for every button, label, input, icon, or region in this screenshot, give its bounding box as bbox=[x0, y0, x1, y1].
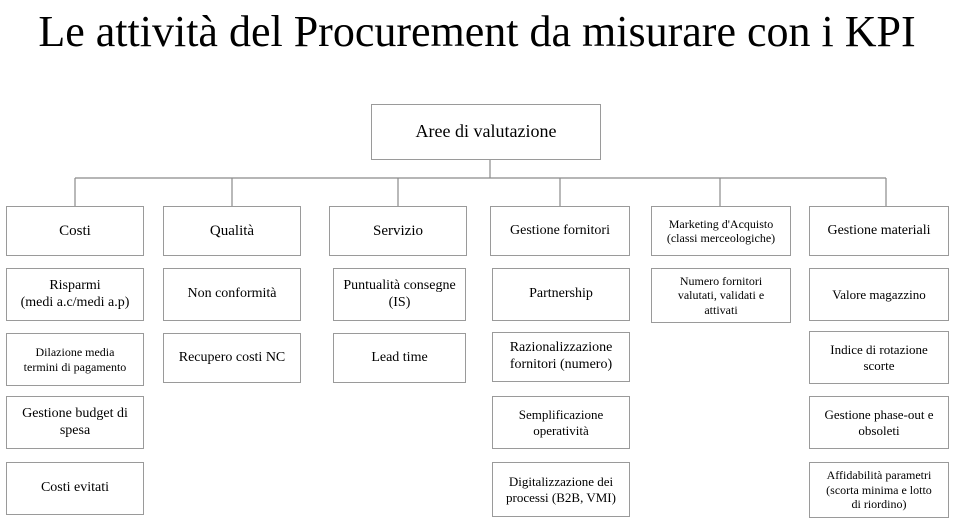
kpi-box: Risparmi (medi a.c/medi a.p) bbox=[6, 268, 144, 321]
kpi-box: Gestione phase-out e obsoleti bbox=[809, 396, 949, 449]
page-title: Le attività del Procurement da misurare … bbox=[38, 7, 916, 56]
root-box: Aree di valutazione bbox=[371, 104, 601, 160]
kpi-box: Digitalizzazione dei processi (B2B, VMI) bbox=[492, 462, 630, 517]
column-header-qualita: Qualità bbox=[163, 206, 301, 256]
kpi-box: Non conformità bbox=[163, 268, 301, 321]
kpi-box: Gestione budget di spesa bbox=[6, 396, 144, 449]
kpi-box: Puntualità consegne (IS) bbox=[333, 268, 466, 321]
column-header-marketing-acquisto: Marketing d'Acquisto (classi merceologic… bbox=[651, 206, 791, 256]
column-header-gestione-fornitori: Gestione fornitori bbox=[490, 206, 630, 256]
kpi-box: Numero fornitori valutati, validati e at… bbox=[651, 268, 791, 323]
kpi-box: Indice di rotazione scorte bbox=[809, 331, 949, 384]
column-header-servizio: Servizio bbox=[329, 206, 467, 256]
column-header-costi: Costi bbox=[6, 206, 144, 256]
column-header-gestione-materiali: Gestione materiali bbox=[809, 206, 949, 256]
kpi-box: Razionalizzazione fornitori (numero) bbox=[492, 332, 630, 382]
kpi-box: Semplificazione operatività bbox=[492, 396, 630, 449]
kpi-box: Lead time bbox=[333, 333, 466, 383]
kpi-box: Valore magazzino bbox=[809, 268, 949, 321]
kpi-box: Partnership bbox=[492, 268, 630, 321]
kpi-box: Recupero costi NC bbox=[163, 333, 301, 383]
kpi-box: Costi evitati bbox=[6, 462, 144, 515]
kpi-box: Dilazione media termini di pagamento bbox=[6, 333, 144, 386]
kpi-box: Affidabilità parametri (scorta minima e … bbox=[809, 462, 949, 518]
